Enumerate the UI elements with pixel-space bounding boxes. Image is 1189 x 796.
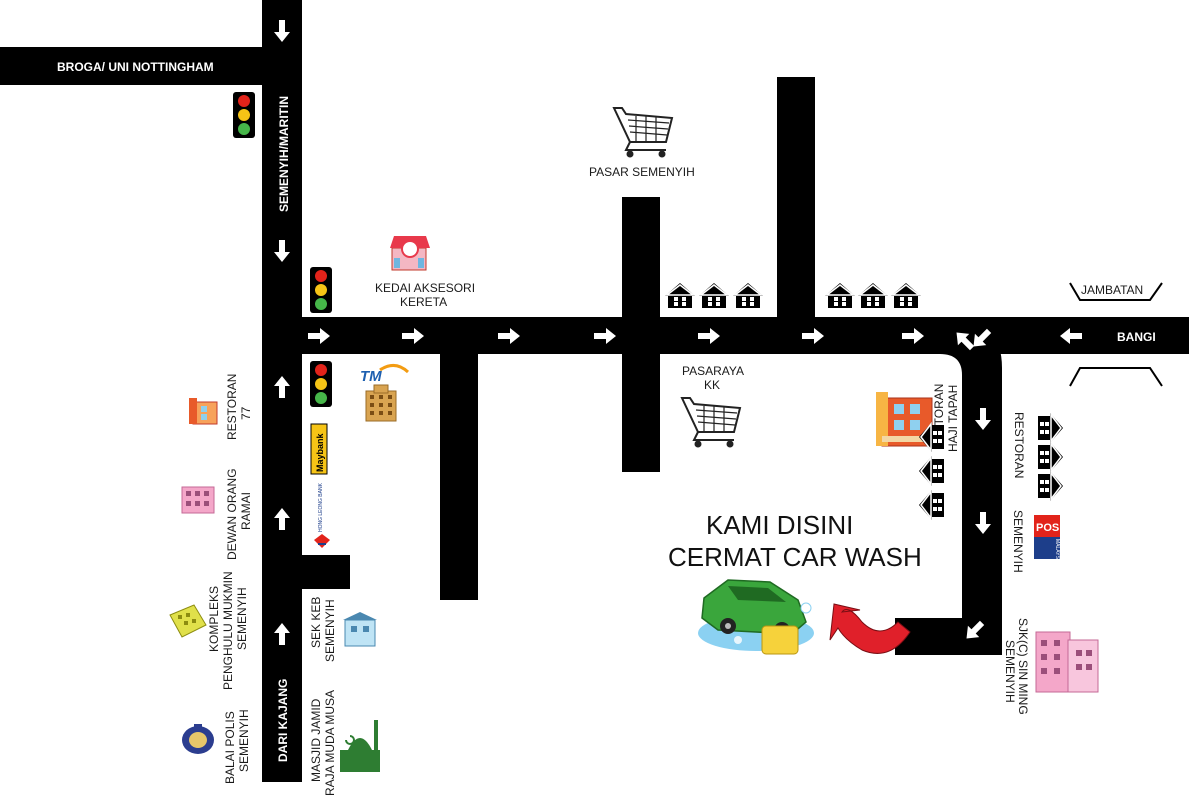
house-icon bbox=[890, 282, 922, 309]
house-icon bbox=[664, 282, 696, 309]
svg-text:MALAYSIA: MALAYSIA bbox=[1054, 539, 1060, 564]
shopping-cart-icon bbox=[613, 107, 673, 159]
label-sek-keb-2: SEMENYIH bbox=[323, 599, 337, 662]
house-icon bbox=[857, 282, 889, 309]
house-icon bbox=[1037, 412, 1064, 444]
label-balai-2: SEMENYIH bbox=[237, 709, 251, 772]
label-kedai-2: KERETA bbox=[400, 295, 447, 309]
label-semenyih-maritin: SEMENYIH/MARITIN bbox=[277, 96, 291, 212]
label-restoran77-2: 77 bbox=[239, 406, 253, 420]
label-pasaraya-2: KK bbox=[704, 378, 720, 392]
label-dewan-1: DEWAN ORANG bbox=[225, 468, 239, 560]
restaurant-building-icon bbox=[876, 392, 933, 447]
school-building-icon bbox=[1035, 631, 1099, 693]
label-kedai-1: KEDAI AKSESORI bbox=[375, 281, 475, 295]
traffic-light-icon bbox=[310, 267, 332, 313]
bridge-icon bbox=[1069, 282, 1163, 387]
direction-arrows bbox=[274, 20, 1082, 645]
label-jambatan: JAMBATAN bbox=[1081, 283, 1143, 297]
shopping-cart-icon bbox=[681, 397, 741, 449]
restaurant-icon bbox=[189, 398, 218, 425]
house-icon bbox=[1037, 441, 1064, 473]
road-branch-north bbox=[777, 77, 815, 322]
svg-text:Maybank: Maybank bbox=[315, 432, 325, 472]
label-sjkc-1: SJK(C) SIN MING bbox=[1016, 618, 1030, 715]
label-restoran-haji-2: HAJI TAPAH bbox=[946, 385, 960, 452]
label-masjid-1: MASJID JAMID bbox=[309, 698, 323, 782]
label-pos-semenyih: SEMENYIH bbox=[1011, 510, 1025, 573]
label-pasaraya-1: PASARAYA bbox=[682, 364, 744, 378]
mosque-icon bbox=[340, 720, 380, 772]
hong-leong-logo: HONG LEONG BANK bbox=[314, 482, 330, 548]
building-icon bbox=[181, 486, 215, 514]
label-dewan-2: RAMAI bbox=[239, 492, 253, 530]
traffic-light-icon bbox=[310, 361, 332, 407]
house-icon bbox=[732, 282, 764, 309]
svg-text:POS: POS bbox=[1036, 522, 1059, 534]
headline-kami-disini: KAMI DISINI bbox=[706, 510, 853, 540]
label-sek-keb-1: SEK KEB bbox=[309, 597, 323, 648]
house-icon bbox=[918, 455, 945, 487]
label-masjid-2: RAJA MUDA MUSA bbox=[323, 690, 337, 796]
house-icon bbox=[918, 489, 945, 521]
police-crest-icon bbox=[182, 724, 214, 754]
tm-logo: TM bbox=[360, 368, 382, 385]
house-icon bbox=[824, 282, 856, 309]
car-wash-icon bbox=[698, 579, 814, 655]
label-restoran77-1: RESTORAN bbox=[225, 374, 239, 440]
building-icon bbox=[365, 384, 397, 422]
headline-cermat-car-wash: CERMAT CAR WASH bbox=[668, 542, 922, 572]
maybank-logo: Maybank bbox=[310, 423, 328, 475]
pos-logo: POS MALAYSIA bbox=[1034, 515, 1060, 564]
building-icon bbox=[169, 604, 207, 638]
road-branch-pasar bbox=[622, 197, 660, 472]
traffic-light-icon bbox=[233, 92, 255, 138]
label-pasar: PASAR SEMENYIH bbox=[589, 165, 695, 179]
road-broga bbox=[0, 47, 300, 85]
label-kompleks-3: SEMENYIH bbox=[235, 587, 249, 650]
house-icon bbox=[698, 282, 730, 309]
label-broga: BROGA/ UNI NOTTINGHAM bbox=[57, 60, 214, 74]
label-dari-kajang: DARI KAJANG bbox=[276, 679, 290, 762]
road-curve-right bbox=[895, 317, 1002, 655]
label-kompleks-1: KOMPLEKS bbox=[207, 586, 221, 652]
label-balai-1: BALAI POLIS bbox=[223, 711, 237, 784]
shop-icon bbox=[390, 236, 430, 271]
road-stub bbox=[300, 555, 350, 589]
label-sjkc-2: SEMENYIH bbox=[1003, 640, 1017, 703]
school-icon bbox=[343, 612, 377, 647]
house-icon bbox=[1037, 470, 1064, 502]
curved-arrow-icon bbox=[829, 603, 911, 654]
label-bangi: BANGI bbox=[1117, 330, 1156, 344]
label-restoran-right: RESTORAN bbox=[1012, 412, 1026, 478]
label-kompleks-2: PENGHULU MUKMIN bbox=[221, 571, 235, 690]
road-main bbox=[300, 317, 1189, 354]
svg-text:HONG LEONG BANK: HONG LEONG BANK bbox=[318, 482, 324, 532]
road-branch-1 bbox=[440, 350, 478, 600]
